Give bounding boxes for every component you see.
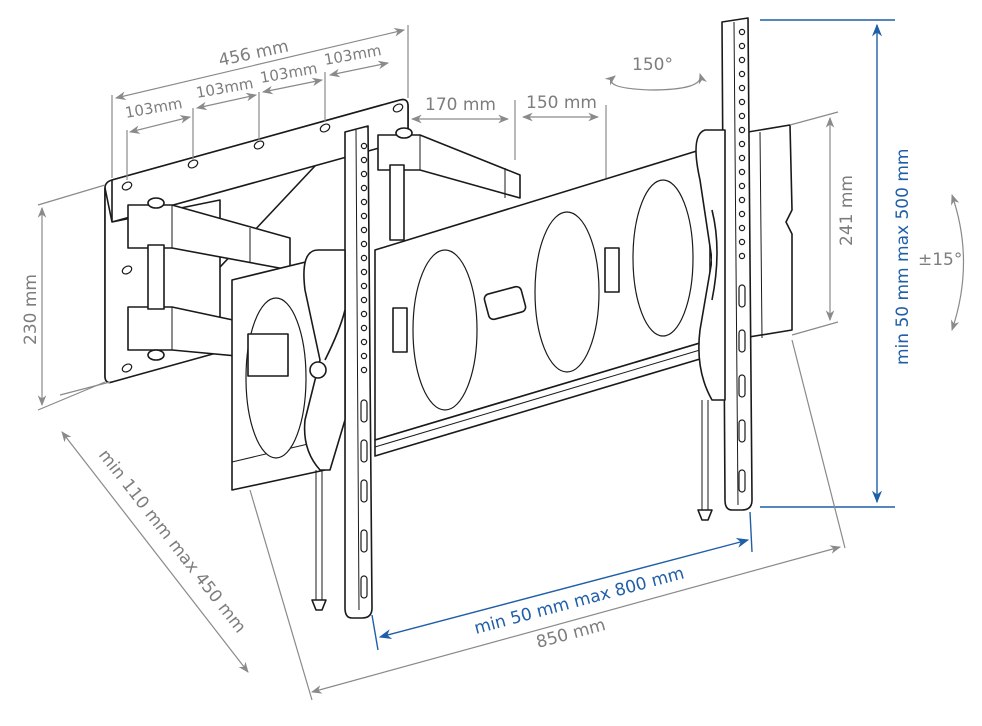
dim-456 bbox=[114, 28, 406, 100]
label-hole-spacing-4: 103mm bbox=[323, 41, 383, 69]
label-vesa-vertical: min 50 mm max 500 mm bbox=[893, 149, 913, 365]
label-swivel-angle: 150° bbox=[632, 55, 673, 75]
swivel-indicator bbox=[604, 72, 708, 91]
label-tilt-angle: ±15° bbox=[918, 250, 962, 270]
tilt-indicator bbox=[951, 193, 965, 332]
label-arm-length-1: 170 mm bbox=[425, 95, 496, 115]
label-wall-distance: min 110 mm max 450 mm bbox=[94, 446, 250, 637]
dim-wall-distance bbox=[61, 431, 249, 673]
vesa-bracket-right bbox=[695, 17, 753, 521]
tv-rail-main bbox=[374, 149, 711, 457]
label-arm-length-2: 150 mm bbox=[526, 93, 597, 113]
label-tv-rail-height: 241 mm bbox=[837, 175, 857, 246]
dim-850 bbox=[310, 545, 842, 694]
label-wall-plate-height: 230 mm bbox=[21, 274, 41, 345]
upper-arm-assembly bbox=[377, 127, 521, 241]
tilt-knob-right bbox=[711, 209, 718, 301]
tilt-knob-left bbox=[309, 309, 346, 379]
label-hole-spacing-1: 103mm bbox=[124, 94, 184, 122]
bracket-holes-right bbox=[738, 28, 746, 493]
tv-rail-left bbox=[231, 257, 326, 491]
